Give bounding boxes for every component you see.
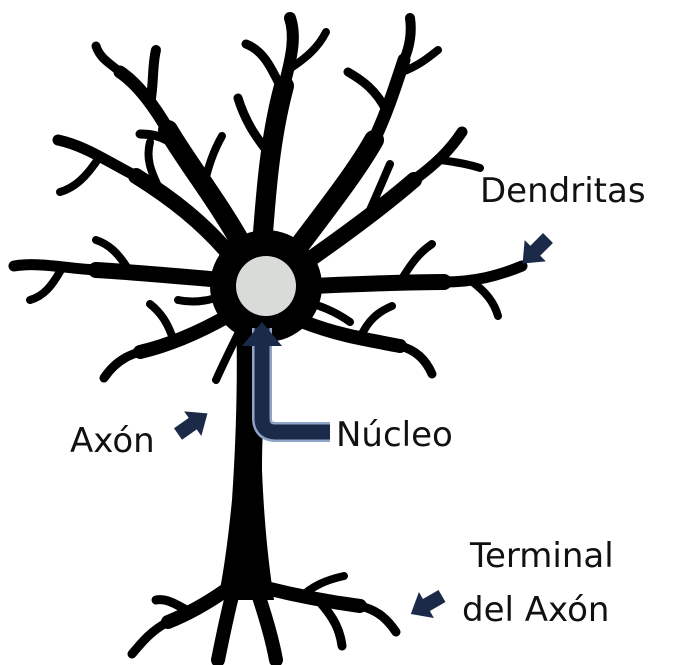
nucleo-label: Núcleo <box>336 415 453 455</box>
nucleus <box>236 256 296 316</box>
nucleo-arrow <box>242 322 330 432</box>
dendritas-label: Dendritas <box>480 171 646 211</box>
terminal-arrow <box>403 583 449 627</box>
terminal-label-line2: del Axón <box>462 590 609 630</box>
terminal-label-line1: Terminal <box>469 536 614 576</box>
axon-label: Axón <box>70 421 155 461</box>
axon-arrow <box>169 401 216 446</box>
axon-terminals <box>132 576 396 660</box>
